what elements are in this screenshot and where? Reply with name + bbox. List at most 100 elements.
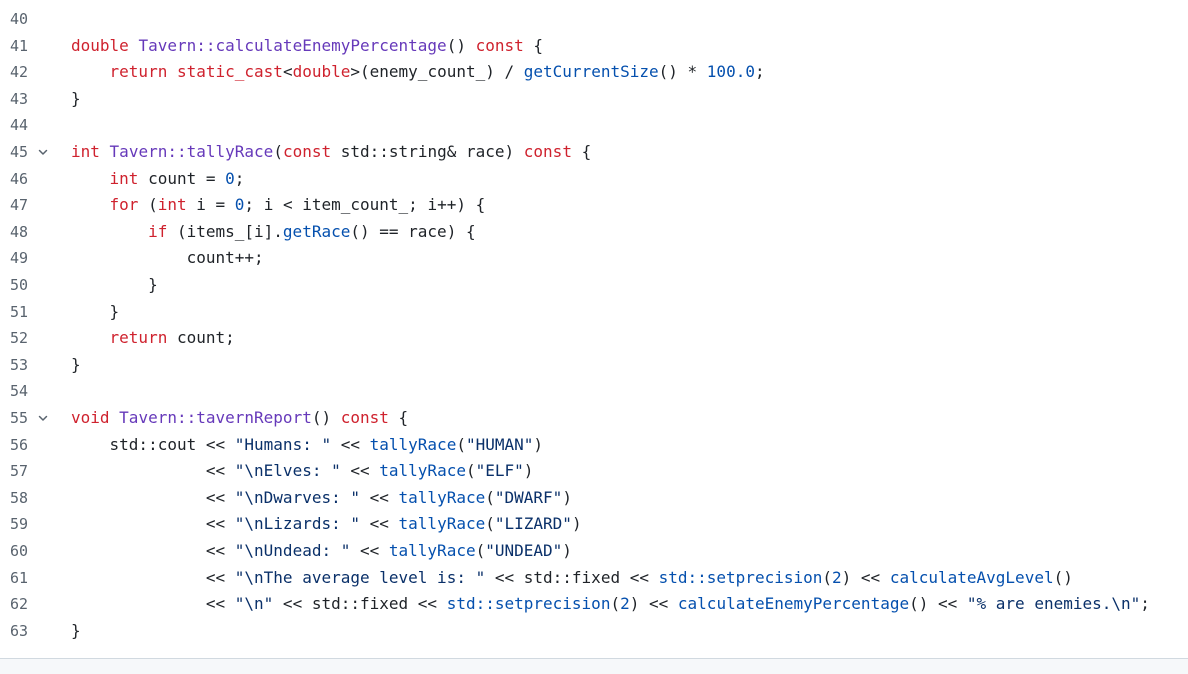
line-number[interactable]: 40 <box>9 10 28 28</box>
line-number[interactable]: 45 <box>9 143 28 161</box>
line-number[interactable]: 55 <box>9 409 28 427</box>
code-token: getCurrentSize <box>523 62 659 82</box>
code-token <box>129 36 139 55</box>
line-source: << "\nThe average level is: " << std::fi… <box>71 565 1073 592</box>
line-number[interactable]: 56 <box>9 435 28 454</box>
code-token: int <box>109 168 139 188</box>
line-number[interactable]: 44 <box>9 116 28 135</box>
code-token <box>110 408 120 427</box>
code-token: getRace <box>282 221 351 241</box>
code-token: "UNDEAD" <box>485 541 563 560</box>
code-token: 2 <box>832 567 842 587</box>
code-token: } <box>71 354 81 374</box>
chevron-down-icon[interactable] <box>34 139 52 166</box>
line-number[interactable]: 54 <box>9 382 28 401</box>
code-token: ( <box>822 567 833 587</box>
code-token: << <box>71 541 235 560</box>
code-token: Tavern::tallyRace <box>109 142 274 161</box>
code-token: std::setprecision <box>446 594 611 614</box>
code-token: { <box>388 408 409 427</box>
code-line: 62 << "\n" << std::fixed << std::setprec… <box>0 591 1188 618</box>
chevron-down-icon[interactable] <box>34 405 52 432</box>
code-line: 46 int count = 0; <box>0 166 1188 193</box>
line-number[interactable]: 63 <box>9 621 28 640</box>
code-token: 0 <box>225 168 235 188</box>
line-source: count++; <box>71 245 264 272</box>
code-line: 56 std::cout << "Humans: " << tallyRace(… <box>0 432 1188 459</box>
code-line: 47 for (int i = 0; i < item_count_; i++)… <box>0 192 1188 219</box>
line-number[interactable]: 62 <box>9 595 28 614</box>
code-token: Tavern::tavernReport <box>119 408 312 427</box>
line-number[interactable]: 51 <box>9 302 28 321</box>
line-number[interactable]: 47 <box>9 196 28 215</box>
line-number[interactable]: 49 <box>9 249 28 268</box>
code-token: () <box>1053 567 1073 587</box>
code-token: << <box>340 461 380 481</box>
code-token: >(enemy_count_) / <box>350 62 524 82</box>
line-source: return static_cast<double>(enemy_count_)… <box>71 59 765 86</box>
code-token: << <box>350 541 389 560</box>
code-line: 41 double Tavern::calculateEnemyPercentag… <box>0 33 1188 60</box>
code-token: << <box>71 514 235 534</box>
code-token: << std::fixed << <box>485 567 659 587</box>
code-line: 63} <box>0 618 1188 645</box>
line-number[interactable]: 59 <box>9 515 28 534</box>
line-number[interactable]: 48 <box>9 222 28 241</box>
code-token: ) <box>571 514 582 534</box>
bottom-scroll-area[interactable] <box>0 658 1188 674</box>
line-source: int Tavern::tallyRace(const std::string&… <box>71 139 591 166</box>
code-token: "\nLizards: " <box>234 514 360 534</box>
code-token: ; <box>234 168 245 188</box>
line-number[interactable]: 61 <box>9 568 28 587</box>
code-token: count = <box>138 168 226 188</box>
line-number[interactable]: 52 <box>9 329 28 348</box>
line-number[interactable]: 50 <box>9 276 28 294</box>
code-token: 2 <box>620 594 630 614</box>
code-token: } <box>71 275 158 294</box>
code-token <box>100 142 110 161</box>
code-token: static_cast <box>176 62 283 82</box>
code-token: int <box>157 195 187 215</box>
code-token: ; <box>754 62 765 82</box>
line-source: int count = 0; <box>71 166 245 193</box>
code-token: ; <box>1140 594 1150 614</box>
line-number[interactable]: 42 <box>9 63 28 82</box>
code-token: ) <box>533 434 544 454</box>
code-token: tallyRace <box>379 461 466 481</box>
line-source: << "\n" << std::fixed << std::setprecisi… <box>71 591 1150 618</box>
line-source: } <box>71 86 81 113</box>
code-token: i = <box>186 195 235 215</box>
line-number[interactable]: 58 <box>9 488 28 507</box>
code-token <box>71 195 110 214</box>
line-source: } <box>71 618 81 645</box>
line-source: } <box>71 352 81 379</box>
line-number[interactable]: 43 <box>9 89 28 108</box>
line-number[interactable]: 53 <box>9 355 28 374</box>
code-token: ( <box>475 541 486 560</box>
line-number[interactable]: 46 <box>9 169 28 188</box>
line-source: if (items_[i].getRace() == race) { <box>71 219 476 246</box>
line-number[interactable]: 57 <box>9 462 28 481</box>
code-line: 42 return static_cast<double>(enemy_coun… <box>0 59 1188 86</box>
code-token: ) <box>523 461 534 481</box>
code-token: std::string& race) <box>331 142 524 161</box>
code-token: ) << <box>841 567 890 587</box>
code-line: 43} <box>0 86 1188 113</box>
code-token: "% are enemies.\n" <box>966 594 1141 614</box>
line-source: << "\nDwarves: " << tallyRace("DWARF") <box>71 485 572 512</box>
code-token: double <box>292 62 351 82</box>
code-token: ( <box>273 142 283 161</box>
code-token: "\nDwarves: " <box>234 487 360 507</box>
line-source: void Tavern::tavernReport() const { <box>71 405 408 432</box>
code-token: } <box>71 301 120 321</box>
line-source: << "\nLizards: " << tallyRace("LIZARD") <box>71 511 582 538</box>
code-line: 53} <box>0 352 1188 379</box>
code-token: < <box>282 62 293 82</box>
line-number[interactable]: 41 <box>9 36 28 55</box>
code-line: 44 <box>0 112 1188 139</box>
line-number[interactable]: 60 <box>9 542 28 560</box>
line-source: double Tavern::calculateEnemyPercentage(… <box>71 33 543 60</box>
code-token: ( <box>485 487 495 507</box>
code-token: << <box>71 567 235 587</box>
